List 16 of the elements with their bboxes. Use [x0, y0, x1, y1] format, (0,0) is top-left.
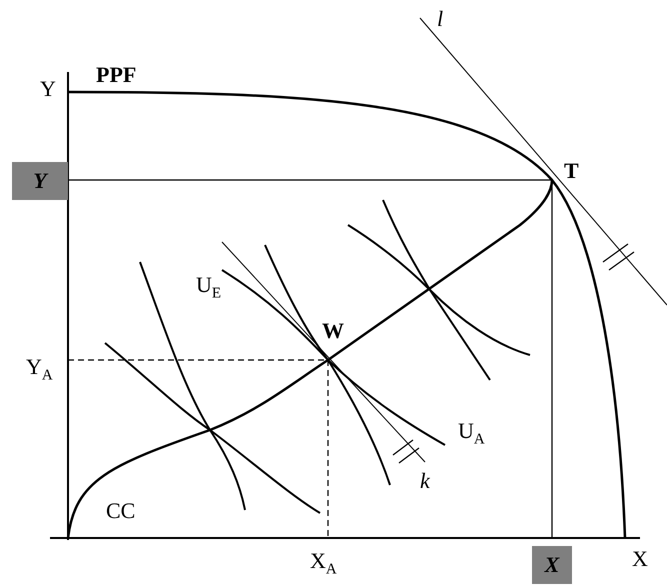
point-label: T [564, 160, 579, 182]
axis-label: Y [40, 78, 56, 100]
curve-label: PPF [96, 64, 136, 86]
axis-label: X [544, 552, 560, 578]
axis-value-box [532, 546, 572, 584]
point-label: W [322, 320, 344, 342]
axis-label: X$_{A}$ [310, 550, 337, 578]
curve-label: U$_{A}$ [458, 420, 485, 448]
axis-label: Y$_{A}$ [26, 356, 53, 384]
curve-label: U$_{E}$ [196, 274, 222, 302]
axis-value-box [12, 162, 68, 200]
curve-label: l [437, 8, 444, 30]
curve-label: CC [106, 500, 136, 522]
axis-label: Y [33, 168, 47, 194]
axis-label: X [632, 548, 648, 570]
curve-label: k [420, 470, 430, 492]
